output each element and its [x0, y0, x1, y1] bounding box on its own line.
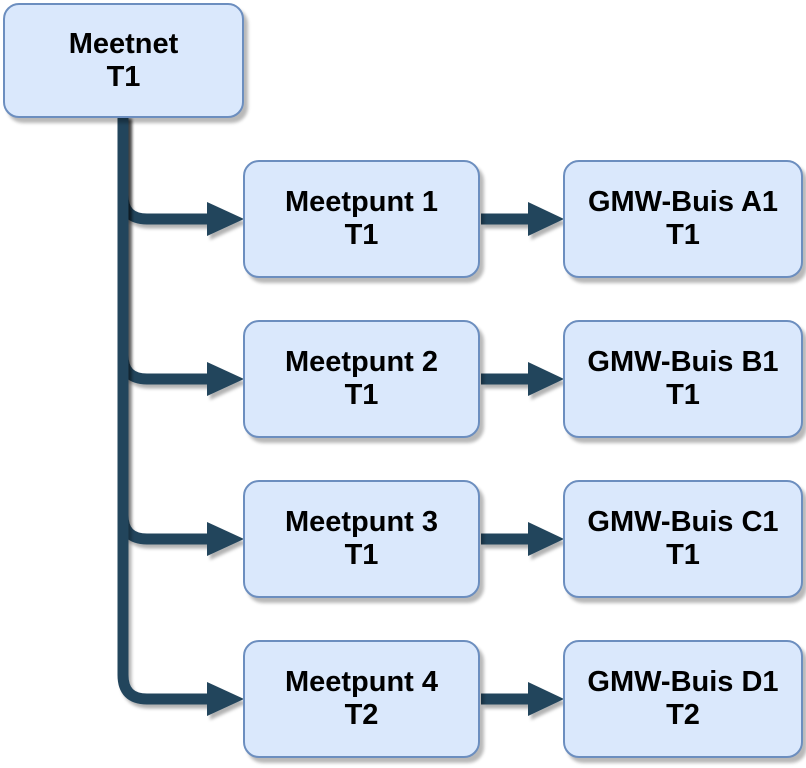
arrowhead-icon — [528, 682, 564, 716]
node-title: Meetpunt 1 — [284, 186, 439, 218]
edge-meetnet-to-meetpunt2 — [117, 115, 244, 396]
node-meetpunt3: Meetpunt 3 T1 — [243, 480, 480, 598]
edge-meetnet-to-meetpunt3 — [117, 115, 244, 556]
edge-meetpunt3-to-gmw-c1 — [481, 522, 564, 556]
node-gmw-buis-d1: GMW-Buis D1 T2 — [563, 640, 803, 758]
node-title: GMW-Buis D1 — [587, 666, 779, 698]
node-subtitle: T1 — [666, 539, 700, 571]
node-meetpunt4: Meetpunt 4 T2 — [243, 640, 480, 758]
arrowhead-icon — [207, 202, 244, 236]
arrowhead-icon — [528, 202, 564, 236]
edge-meetpunt4-to-gmw-d1 — [481, 682, 564, 716]
node-meetnet: Meetnet T1 — [3, 3, 244, 118]
arrowhead-icon — [207, 682, 244, 716]
node-subtitle: T1 — [344, 539, 379, 571]
node-subtitle: T1 — [666, 379, 700, 411]
edge-meetpunt2-to-gmw-b1 — [481, 362, 564, 396]
edge-meetnet-to-meetpunt1 — [117, 115, 244, 236]
node-title: GMW-Buis C1 — [587, 506, 779, 538]
node-meetpunt1: Meetpunt 1 T1 — [243, 160, 480, 278]
node-subtitle: T1 — [106, 60, 141, 93]
node-gmw-buis-c1: GMW-Buis C1 T1 — [563, 480, 803, 598]
node-title: GMW-Buis B1 — [587, 346, 779, 378]
node-title: Meetpunt 3 — [284, 506, 439, 538]
node-title: GMW-Buis A1 — [587, 186, 779, 218]
arrowhead-icon — [528, 522, 564, 556]
node-subtitle: T1 — [666, 219, 700, 251]
node-subtitle: T2 — [666, 699, 700, 731]
arrowhead-icon — [207, 522, 244, 556]
arrowhead-icon — [207, 362, 244, 396]
node-subtitle: T2 — [344, 699, 379, 731]
arrowhead-icon — [528, 362, 564, 396]
node-meetpunt2: Meetpunt 2 T1 — [243, 320, 480, 438]
node-gmw-buis-b1: GMW-Buis B1 T1 — [563, 320, 803, 438]
edge-meetpunt1-to-gmw-a1 — [481, 202, 564, 236]
node-title: Meetpunt 2 — [284, 346, 439, 378]
node-subtitle: T1 — [344, 379, 379, 411]
node-title: Meetnet — [68, 27, 179, 60]
edge-meetnet-to-meetpunt4 — [117, 115, 244, 716]
node-subtitle: T1 — [344, 219, 379, 251]
node-title: Meetpunt 4 — [284, 666, 439, 698]
node-gmw-buis-a1: GMW-Buis A1 T1 — [563, 160, 803, 278]
